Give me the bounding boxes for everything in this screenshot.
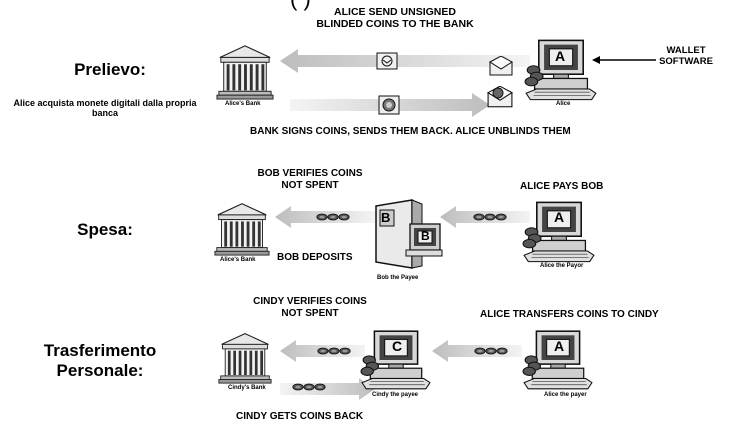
spesa-bank-caption: Alice's Bank (220, 257, 256, 263)
trasferimento-arrow-back (280, 378, 375, 400)
prelievo-arrow-left (280, 49, 530, 73)
trasferimento-coins-to-bank-icon (317, 346, 351, 356)
spesa-label-deposit: BOB DEPOSITS (277, 252, 353, 263)
trasferimento-bank-caption: Cindy's Bank (228, 385, 266, 391)
trasferimento-alice-caption: Alice the payer (544, 392, 587, 398)
prelievo-label-bottom: BANK SIGNS COINS, SENDS THEM BACK. ALICE… (250, 126, 571, 137)
trasferimento-cindy-caption: Cindy the payee (372, 392, 419, 398)
trasferimento-alice-letter: A (554, 338, 565, 354)
spesa-bob-caption: Bob the Payee (377, 275, 419, 281)
prelievo-section-desc: Alice acquista monete digitali dalla pro… (13, 98, 197, 119)
prelievo-bank-caption: Alice's Bank (225, 101, 261, 107)
spesa-alice-letter: A (554, 209, 565, 225)
spesa-coins-to-bob-icon (473, 212, 507, 222)
wallet-software-label: WALLET SOFTWARE (659, 45, 713, 67)
prelievo-section-title: Prelievo: (74, 60, 146, 79)
spesa-bob-terminal-icon (375, 199, 443, 269)
prelievo-open-envelope-icon (487, 86, 513, 108)
trasferimento-label-verify: CINDY VERIFIES COINS NOT SPENT (253, 296, 367, 319)
trasferimento-section-title: Trasferimento Personale: (43, 341, 157, 380)
trasferimento-cindy-letter: C (392, 338, 403, 354)
prelievo-alice-caption: Alice (556, 101, 571, 107)
prelievo-envelope-icon (489, 56, 513, 76)
spesa-bob-letter-big: B (381, 210, 391, 225)
trasferimento-label-transfer: ALICE TRANSFERS COINS TO CINDY (480, 309, 659, 320)
prelievo-label-top: ALICE SEND UNSIGNED BLINDED COINS TO THE… (316, 6, 474, 31)
spesa-bob-letter-screen: B (421, 229, 430, 243)
trasferimento-coins-to-cindy-icon (474, 346, 508, 356)
prelievo-bank-icon (216, 42, 274, 100)
prelievo-screen-letter: A (555, 48, 566, 64)
trasferimento-label-back: CINDY GETS COINS BACK (236, 411, 364, 422)
trasferimento-coins-back-icon (292, 380, 326, 394)
prelievo-signed-coin-icon (378, 95, 400, 115)
spesa-section-title: Spesa: (77, 220, 133, 239)
wallet-pointer-arrow (592, 56, 656, 64)
spesa-label-verify: BOB VERIFIES COINS NOT SPENT (257, 168, 363, 191)
spesa-bank-icon (214, 200, 270, 256)
trasferimento-bank-icon (218, 330, 272, 384)
prelievo-sealed-envelope-icon (376, 52, 398, 70)
spesa-alice-caption: Alice the Payor (540, 263, 584, 269)
spesa-label-pays: ALICE PAYS BOB (520, 181, 604, 192)
spesa-coins-to-bank-icon (316, 212, 350, 222)
title-fragment: ( ) (290, 0, 311, 11)
